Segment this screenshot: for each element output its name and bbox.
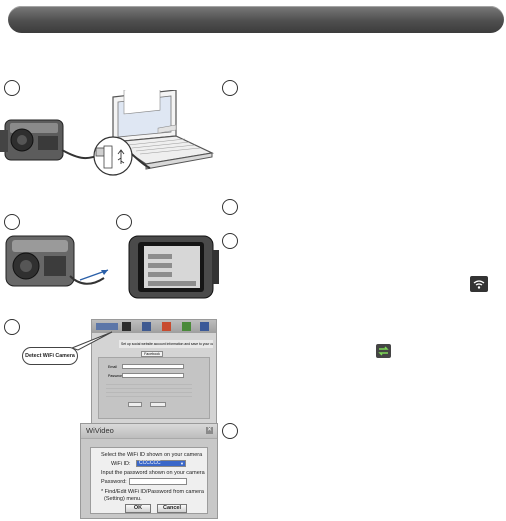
toolbar-icon[interactable] [162,322,171,331]
detect-wifi-camera-callout: Detect WiFi Camera [22,347,78,365]
chevron-down-icon: ▼ [180,461,184,466]
step-circle-5 [222,199,238,215]
wifi-id-label: WiFi ID: [111,461,131,467]
facebook-icon[interactable] [200,322,209,331]
wifi-icon [470,276,488,292]
step-circle-7 [4,319,20,335]
dialog-panel: Select the WiFi ID shown on your camera … [90,447,208,514]
step-circle-1 [4,80,20,96]
camera-cable-illustration [5,235,109,287]
password-label: Password: [101,479,127,485]
toolbar-icon[interactable] [142,322,151,331]
wivideo-dialog: WiVideo ✕ Select the WiFi ID shown on yo… [80,423,218,519]
wifi-id-value: CCCCCC [139,460,161,466]
camera-usb-laptop-illustration [0,90,214,176]
password-input[interactable] [122,373,184,378]
ok-button[interactable]: OK [125,504,151,513]
usb-icon [93,136,133,176]
email-input[interactable] [122,364,184,369]
password-label: Password [108,374,124,378]
save-button[interactable] [128,402,142,407]
email-label: Email [108,365,117,369]
wifi-id-select[interactable]: CCCCCC ▼ [136,460,186,467]
step-circle-2 [222,80,238,96]
cancel-button[interactable]: Cancel [157,504,187,513]
help-text [106,384,192,398]
dialog-titlebar: WiVideo ✕ [81,424,217,439]
password-field[interactable] [129,478,187,485]
laptop [111,90,214,170]
password-instruction: Input the password shown on your camera [101,470,205,476]
step-circle-3 [4,214,20,230]
tab-facebook[interactable]: Facebook [141,351,163,357]
cancel-button[interactable] [150,402,166,407]
step-circle-4 [116,214,132,230]
note-line-2: (Setting) menu. [104,496,142,502]
toolbar-icon[interactable] [122,322,131,331]
page-header-bar [8,6,504,33]
dialog-instruction: Select the WiFi ID shown on your camera [101,452,203,458]
note-line-1: * Find/Edit WiFi ID/Password from camera [101,489,204,495]
dialog-title: WiVideo [86,426,114,435]
camera-back-screen-illustration [128,235,219,299]
wivideo-app-window: Set up social website account informatio… [91,319,217,427]
switch-icon [376,344,391,358]
app-logo [96,323,118,330]
app-notice: Set up social website account informatio… [119,340,213,348]
step-circle-6 [222,233,238,249]
toolbar-icon[interactable] [182,322,191,331]
step-circle-8 [222,423,238,439]
close-icon[interactable]: ✕ [206,427,213,434]
camera [0,119,64,161]
